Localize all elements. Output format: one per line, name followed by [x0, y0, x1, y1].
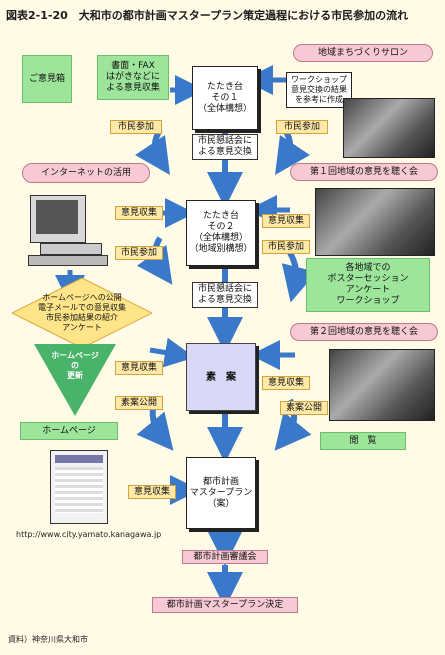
tag-citizen-participation-3: 市民参加: [115, 246, 163, 260]
citizen-council-exchange-1: 市民懇話会に よる意見交換: [192, 134, 258, 160]
draft-1-box: たたき台 その１ （全体構想）: [192, 66, 258, 130]
draft-plan-box: 素 案: [186, 343, 256, 411]
tag-opinion-collection-2: 意見収集: [262, 214, 310, 228]
figure-title: 図表2-1-20 大和市の都市計画マスタープラン策定過程における市民参加の流れ: [6, 9, 409, 22]
tag-citizen-participation-1: 市民参加: [110, 120, 162, 134]
tag-draft-release-2: 素案公開: [280, 401, 328, 415]
second-community-meeting-pill: 第２回地域の意見を聴く会: [290, 323, 438, 341]
second-meeting-photo: [329, 349, 435, 421]
draft-2-box: たたき台 その２ （全体構想） （地域別構想）: [186, 200, 256, 266]
homepage-screenshot: [50, 450, 108, 524]
tag-opinion-collection-5: 意見収集: [128, 485, 176, 499]
homepage-update-text: ホームページ の 更新: [51, 351, 99, 380]
tag-draft-release-1: 素案公開: [115, 396, 163, 410]
community-salon-pill: 地域まちづくりサロン: [293, 44, 433, 62]
tag-citizen-participation-4: 市民参加: [262, 240, 310, 254]
urban-planning-council-box: 都市計画審議会: [182, 550, 268, 564]
tag-opinion-collection-4: 意見収集: [262, 376, 310, 390]
internet-use-pill: インターネットの活用: [22, 163, 150, 183]
master-plan-draft-box: 都市計画 マスタープラン （案）: [186, 457, 256, 529]
tag-opinion-collection-3: 意見収集: [115, 361, 163, 375]
workshop-note-box: ワークショップ 意見交換の結果 を参考に作成: [286, 72, 352, 108]
tag-opinion-collection-1: 意見収集: [115, 206, 163, 220]
workshop-photo: [343, 98, 435, 158]
suggestion-box: ご意見箱: [22, 55, 72, 103]
master-plan-decision-box: 都市計画マスタープラン決定: [152, 597, 298, 613]
computer-icon: [26, 195, 108, 266]
public-inspection-box: 閲 覧: [320, 432, 406, 450]
first-meeting-photo: [315, 188, 435, 256]
homepage-box: ホームページ: [20, 422, 118, 440]
tag-citizen-participation-2: 市民参加: [276, 120, 328, 134]
homepage-diamond-shape: [12, 278, 152, 348]
source-note: 資料）神奈川県大和市: [8, 635, 88, 644]
first-community-meeting-pill: 第１回地域の意見を聴く会: [290, 163, 438, 181]
homepage-update-triangle: [34, 344, 116, 416]
homepage-publication-text: ホームページへの公開 電子メールでの意見収集 市民参加結果の紹介 アンケート: [38, 293, 126, 332]
homepage-url: http://www.city.yamato.kanagawa.jp: [16, 530, 162, 539]
citizen-council-exchange-2: 市民懇話会に よる意見交換: [192, 282, 258, 308]
fax-collection-box: 書面・FAX はがきなどに よる意見収集: [97, 55, 169, 100]
regional-sessions-box: 各地域での ポスターセッション アンケート ワークショップ: [306, 258, 430, 312]
